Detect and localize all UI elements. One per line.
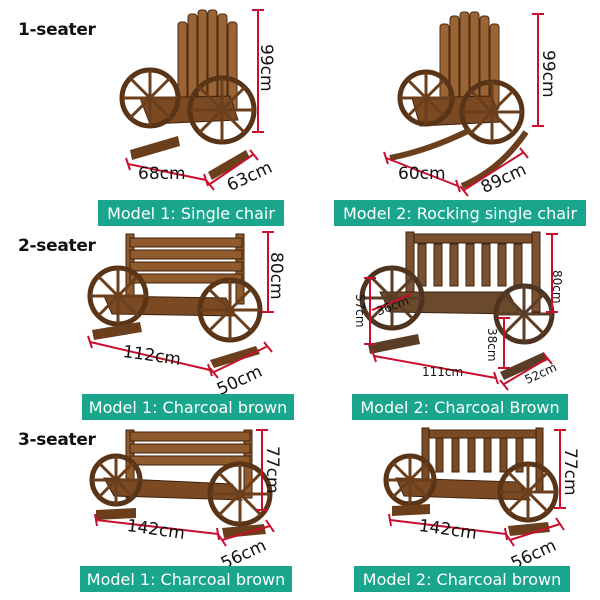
section-label-1-seater: 1-seater [18, 20, 96, 40]
single-chair-width: 68cm [138, 164, 186, 184]
banner-bench-2-m2: Model 2: Charcoal Brown [352, 394, 568, 420]
bench-2-m2-width: 111cm [422, 365, 464, 379]
bench-3-m2-height: 77cm [560, 448, 580, 496]
section-label-2-seater: 2-seater [18, 236, 96, 256]
banner-single-chair: Model 1: Single chair [98, 200, 284, 226]
section-label-3-seater: 3-seater [18, 430, 96, 450]
banner-bench-3-m1: Model 1: Charcoal brown [80, 566, 292, 592]
banner-bench-3-m2: Model 2: Charcoal brown [354, 566, 570, 592]
rocking-chair-width: 60cm [398, 164, 446, 184]
banner-bench-2-m1: Model 1: Charcoal brown [82, 394, 294, 420]
banner-rocking-chair: Model 2: Rocking single chair [334, 200, 586, 226]
